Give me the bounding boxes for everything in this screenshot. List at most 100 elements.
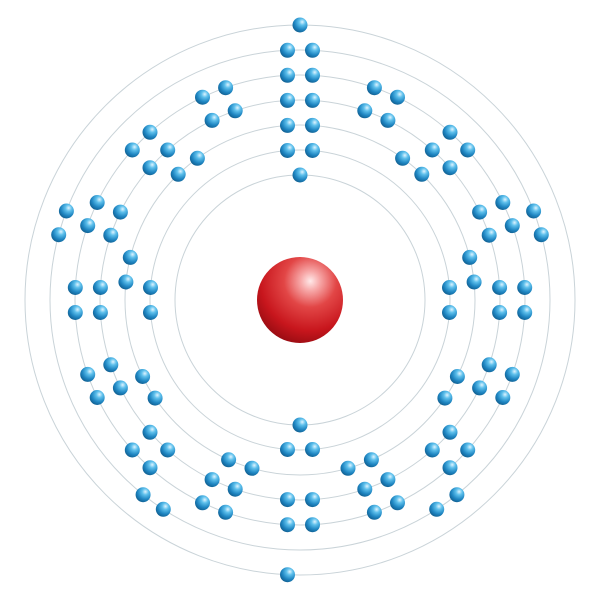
electron-shell-5-18 xyxy=(280,517,295,533)
electron-shell-4-23 xyxy=(112,380,128,396)
electron-shell-4-30 xyxy=(160,142,176,158)
electron-shell-4-5 xyxy=(424,142,440,158)
electron-shell-5-23 xyxy=(89,390,105,405)
electron-shell-4-16 xyxy=(357,481,373,497)
electron-shell-5-27 xyxy=(80,218,96,234)
electron-shell-2-7 xyxy=(143,305,158,320)
electron-shell-4-3 xyxy=(357,103,373,119)
orbit-shell-5 xyxy=(74,74,526,526)
nucleus xyxy=(257,257,343,343)
electron-shell-5-14 xyxy=(442,460,458,476)
electron-shell-5-24 xyxy=(80,366,96,382)
electron-shell-6-4 xyxy=(533,227,549,243)
electron-shell-5-30 xyxy=(142,124,158,140)
electron-shell-5-7 xyxy=(495,195,511,210)
electron-shell-5-32 xyxy=(218,80,234,96)
electron-shell-2-4 xyxy=(442,305,457,320)
electron-shell-2-1 xyxy=(280,143,295,158)
electron-shell-3-9 xyxy=(363,452,379,468)
electron-shell-5-13 xyxy=(460,442,476,458)
electron-shell-4-17 xyxy=(305,492,320,508)
electron-shell-3-5 xyxy=(462,249,478,265)
electron-shell-5-2 xyxy=(305,67,320,83)
electron-shell-4-28 xyxy=(112,204,128,220)
electron-shell-6-9 xyxy=(51,227,67,243)
electron-shell-3-1 xyxy=(280,117,295,133)
electron-shell-5-15 xyxy=(390,495,405,511)
electron-shell-4-26 xyxy=(92,280,108,295)
electron-shell-4-8 xyxy=(481,227,497,243)
electron-shell-2-6 xyxy=(280,442,295,457)
electron-shell-4-12 xyxy=(472,380,488,396)
electron-shell-3-8 xyxy=(437,390,453,406)
electron-shell-4-6 xyxy=(442,160,458,176)
electron-shell-3-11 xyxy=(244,460,260,476)
nucleus-layer xyxy=(257,257,343,343)
electron-shell-5-25 xyxy=(67,305,83,320)
electron-shell-3-4 xyxy=(414,166,430,182)
electron-shell-4-21 xyxy=(160,442,176,458)
electron-shell-4-4 xyxy=(380,112,396,128)
electron-shell-7-1 xyxy=(292,17,308,33)
electron-shell-5-6 xyxy=(460,142,476,158)
orbit-shell-4 xyxy=(99,99,501,501)
electron-shell-5-10 xyxy=(517,305,533,320)
electron-shell-4-9 xyxy=(492,280,508,295)
electron-shell-7-2 xyxy=(280,567,295,583)
electron-shell-4-14 xyxy=(424,442,440,458)
electron-shell-6-8 xyxy=(135,487,151,503)
electron-shell-3-7 xyxy=(449,369,465,384)
orbit-shell-6 xyxy=(49,49,551,551)
electron-shell-2-2 xyxy=(305,143,320,158)
electron-shell-3-10 xyxy=(340,460,356,476)
electron-shell-3-15 xyxy=(118,274,134,290)
electron-shell-3-17 xyxy=(170,166,186,182)
electron-shell-4-13 xyxy=(442,424,458,440)
electron-shell-4-2 xyxy=(305,92,320,108)
electron-shell-3-18 xyxy=(189,150,205,166)
electron-shell-4-31 xyxy=(204,112,220,128)
electron-shell-3-16 xyxy=(122,249,138,265)
electron-shell-5-19 xyxy=(218,504,234,520)
electron-shell-4-27 xyxy=(103,227,119,243)
electron-shell-5-11 xyxy=(504,366,520,382)
electron-shell-4-19 xyxy=(227,481,243,497)
electron-shell-6-5 xyxy=(449,487,465,503)
electron-shell-5-8 xyxy=(504,218,520,234)
electron-shell-5-28 xyxy=(89,195,105,210)
electron-shell-5-12 xyxy=(495,390,511,405)
electron-layer xyxy=(51,17,549,583)
electron-shell-1-1 xyxy=(292,167,308,183)
orbit-shell-2 xyxy=(149,149,451,451)
electron-shell-5-1 xyxy=(280,67,295,83)
electron-shell-5-21 xyxy=(142,460,158,476)
electron-shell-3-14 xyxy=(135,369,151,384)
electron-shell-5-22 xyxy=(124,442,140,458)
electron-shell-4-29 xyxy=(142,160,158,176)
electron-shell-3-12 xyxy=(221,452,237,468)
electron-shell-3-2 xyxy=(305,117,320,133)
electron-shell-6-6 xyxy=(429,501,445,517)
electron-shell-4-11 xyxy=(481,357,497,373)
electron-shell-6-1 xyxy=(280,42,295,58)
electron-shell-4-7 xyxy=(472,204,488,220)
electron-shell-1-2 xyxy=(292,417,308,433)
electron-shell-4-25 xyxy=(92,305,108,320)
electron-shell-4-20 xyxy=(204,472,220,488)
electron-shell-3-6 xyxy=(466,274,482,290)
electron-shell-5-16 xyxy=(366,504,382,520)
electron-shell-5-26 xyxy=(67,280,83,295)
electron-shell-3-3 xyxy=(395,150,411,166)
orbit-shell-3 xyxy=(124,124,476,476)
electron-shell-5-4 xyxy=(390,89,405,105)
electron-shell-5-31 xyxy=(195,89,210,105)
electron-shell-4-10 xyxy=(492,305,508,320)
electron-shell-5-5 xyxy=(442,124,458,140)
electron-shell-3-13 xyxy=(147,390,163,406)
electron-shell-2-8 xyxy=(143,280,158,295)
electron-shell-6-2 xyxy=(305,42,320,58)
electron-shell-2-5 xyxy=(305,442,320,457)
electron-shell-4-15 xyxy=(380,472,396,488)
